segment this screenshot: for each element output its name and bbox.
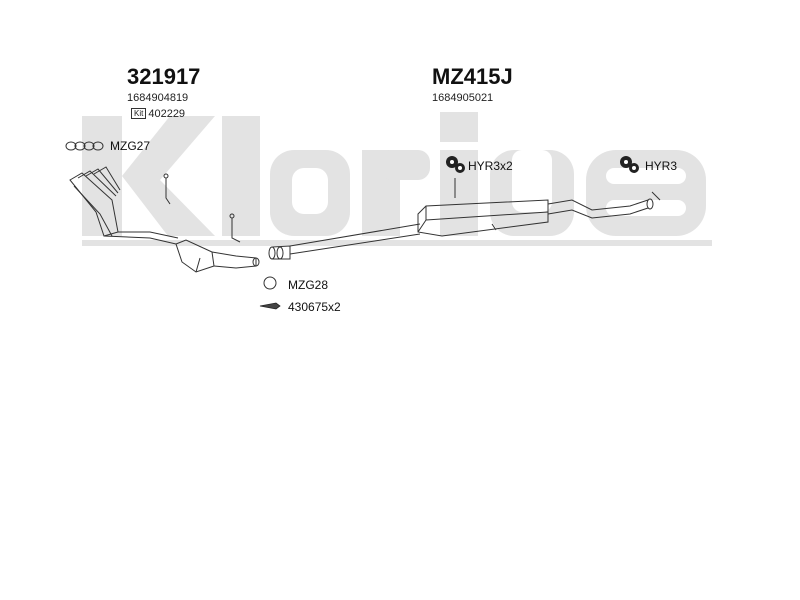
bolt-label: 430675x2	[288, 300, 341, 314]
exhaust-manifold-icon	[69, 166, 179, 245]
pipe-connector-icon	[268, 245, 291, 260]
kit-right-part-number: MZ415J	[432, 64, 513, 89]
rubber-hanger-a-icon	[446, 156, 465, 173]
kit-badge: Kit	[131, 108, 147, 119]
hanger-pin-b	[651, 191, 661, 201]
tail-pipe-end	[646, 198, 654, 210]
kit-left-oe-number: 1684904819	[127, 92, 189, 104]
gasket-rings-icon	[65, 141, 104, 151]
silencer-box-icon	[417, 199, 549, 237]
hanger-b-label: HYR3	[645, 159, 678, 173]
kit-number: 402229	[148, 108, 186, 120]
gasket-front-label: MZG27	[110, 139, 151, 153]
hanger-a-label: HYR3x2	[468, 159, 513, 173]
rubber-hanger-b-icon	[620, 156, 639, 173]
kit-left-part-number: 321917	[127, 64, 201, 89]
stud-clamp-icon	[163, 173, 241, 243]
gasket-mid-label: MZG28	[288, 278, 329, 292]
tail-pipe	[547, 199, 649, 219]
rear-hanger-pin	[491, 223, 497, 231]
kit-right-oe-number: 1684905021	[432, 92, 494, 104]
bolt-icon	[259, 302, 281, 310]
front-pipe-cat-icon	[175, 239, 260, 273]
middle-pipe	[289, 223, 421, 255]
gasket-mid-icon	[263, 276, 277, 290]
